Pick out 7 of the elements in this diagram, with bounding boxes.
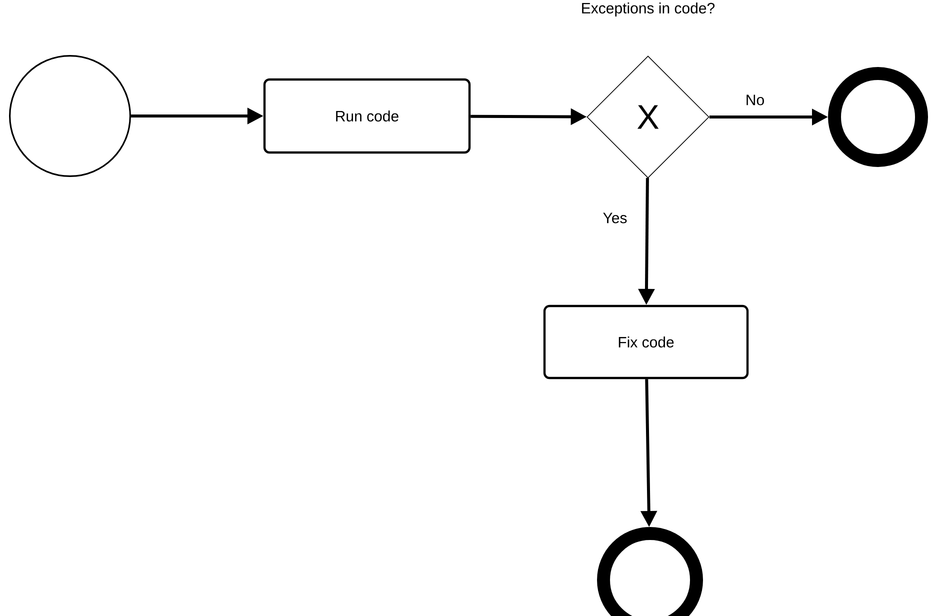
end-event-circle [828,67,928,167]
edge-label: No [744,94,766,106]
gateway-heading: Exceptions in code? [582,2,715,16]
start-event-circle [9,55,131,177]
task-box: Run code [263,78,471,154]
task-box: Fix code [543,304,749,380]
edge-label: Yes [602,212,628,224]
